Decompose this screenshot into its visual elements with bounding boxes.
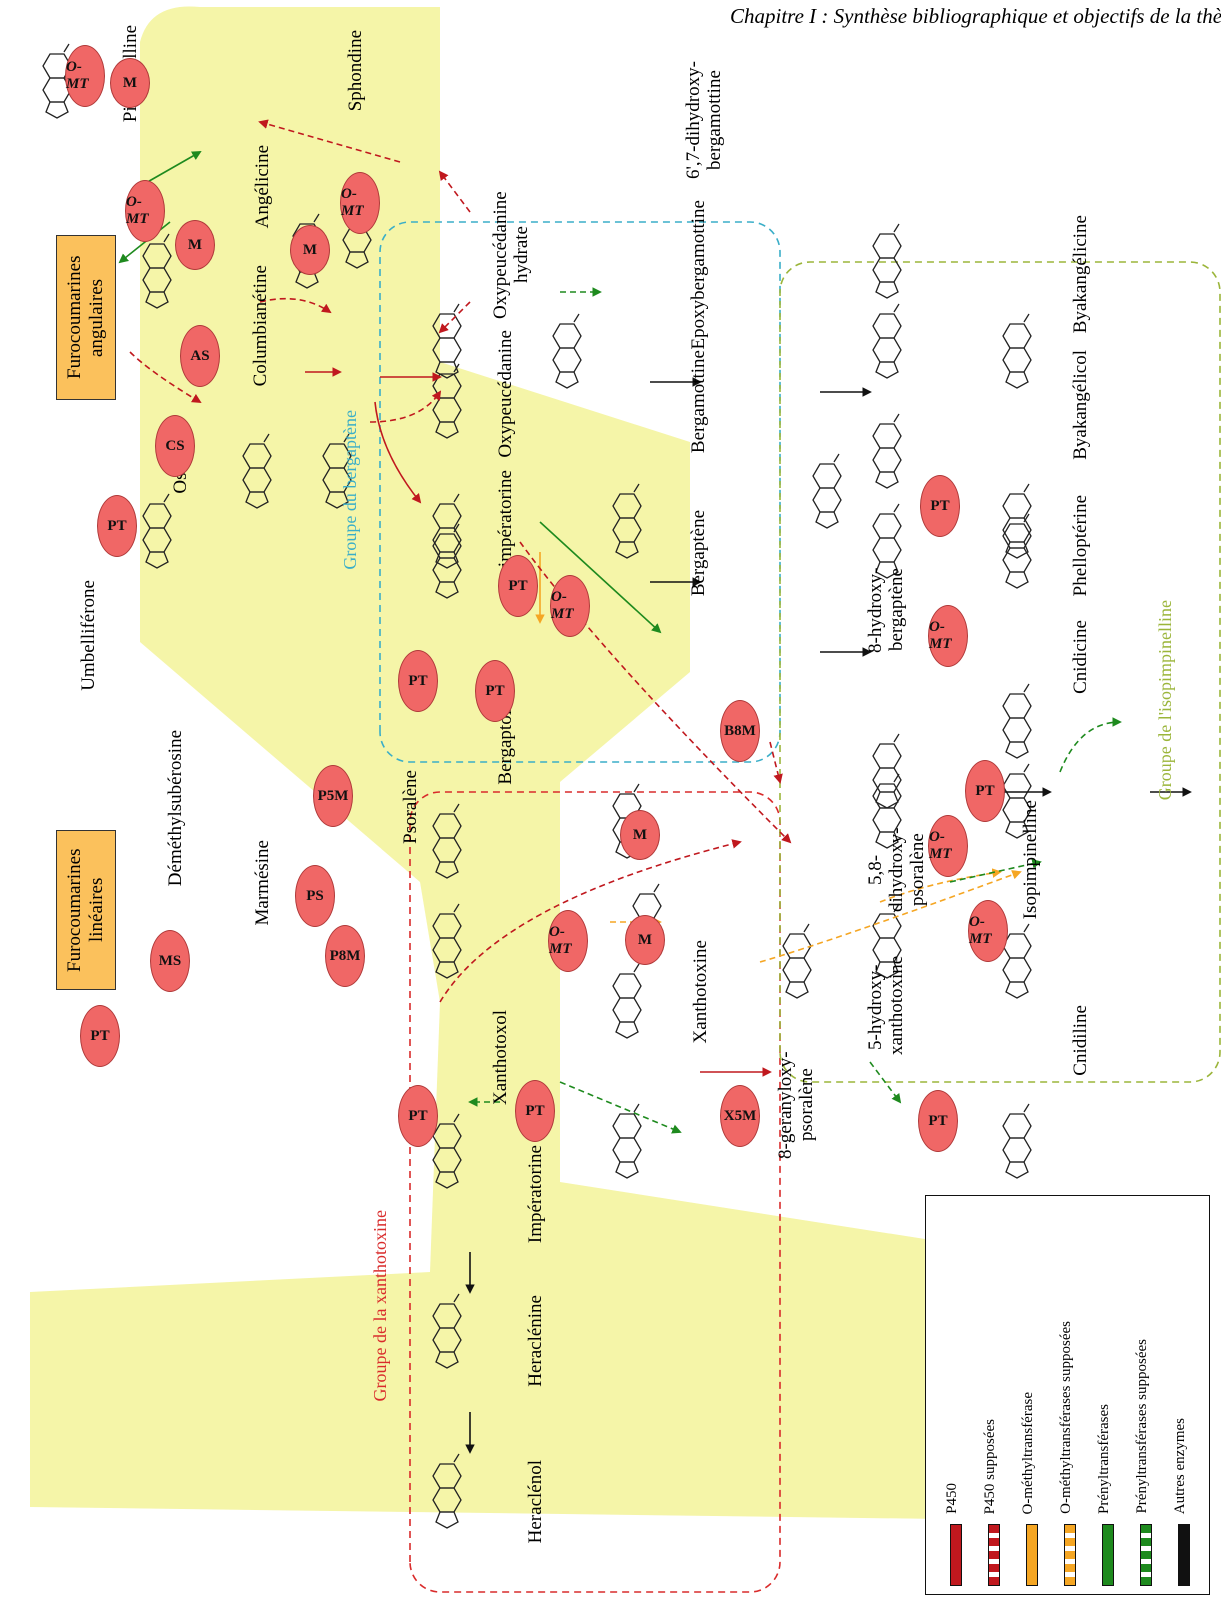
arrow-bergaptol-dihydroxy <box>519 541 792 844</box>
arrow-demethylsuberosine-marmesine <box>129 351 202 403</box>
arrow-angelicine-pimpinelline <box>438 170 471 213</box>
bergaptene-group-box <box>379 221 781 763</box>
arrow-to-isopimp-1 <box>879 868 1002 903</box>
arrow-psoralene-bergaptol <box>369 390 442 423</box>
arrow-bergaptol-bergamottine <box>539 521 662 634</box>
arrow-hydroxybergaptene-phello <box>1059 717 1122 773</box>
arrow-xanthotoxol-geranyl <box>559 1081 682 1134</box>
arrow-bergaptene-hydroxybergaptene <box>769 741 783 784</box>
arrow-to-isopimp-2 <box>759 870 1022 963</box>
arrow-angelicine-sphondine <box>438 301 471 334</box>
isopimpinelline-group-box <box>779 261 1221 1083</box>
arrow-xanthotoxol-dihydroxy <box>439 839 742 1003</box>
arrow-sphondine-pimpinelline <box>258 119 401 163</box>
angular-region <box>30 6 1200 1522</box>
arrow-psoralene-xanthotoxol <box>374 401 422 504</box>
xanthotoxine-group-box <box>409 791 781 1593</box>
arrow-hydroxyxantho-cnidiline <box>869 1061 902 1104</box>
arrow-dihydroxy-cnidicine <box>949 858 1042 883</box>
